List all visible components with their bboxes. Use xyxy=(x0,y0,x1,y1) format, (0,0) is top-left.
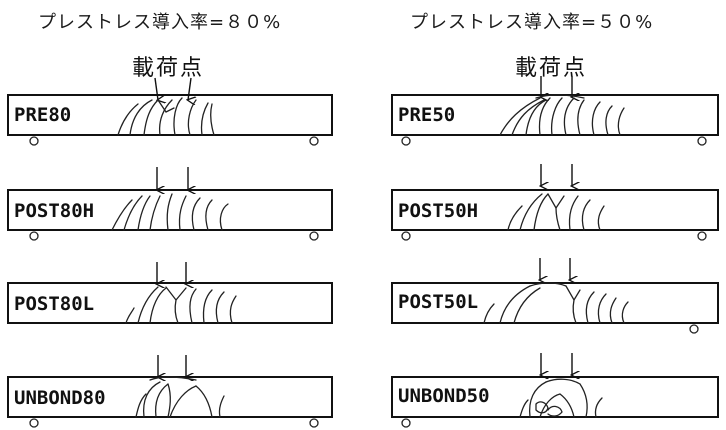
crack-lines xyxy=(111,193,229,231)
beam-label: POST80L xyxy=(14,293,94,315)
beam-post50l: POST50L xyxy=(391,258,719,334)
support-left xyxy=(401,231,411,241)
crack-lines xyxy=(117,97,215,136)
crack-lines xyxy=(499,94,625,136)
beam-post50h: POST50H xyxy=(391,164,719,241)
support-left xyxy=(401,136,411,146)
beam-post80l: POST80L xyxy=(7,262,333,324)
beam-outline xyxy=(391,94,719,136)
beam-outline xyxy=(391,189,719,231)
support-right xyxy=(309,231,319,241)
support-right xyxy=(697,136,707,146)
beam-outline xyxy=(7,189,333,231)
right-load-point-label: 載荷点 xyxy=(515,56,588,81)
beam-pre50: PRE50 xyxy=(391,76,719,146)
beam-unbond50: UNBOND50 xyxy=(391,353,719,428)
support-left xyxy=(401,418,411,428)
beam-label: POST80H xyxy=(14,200,94,222)
beam-pre80: PRE80 xyxy=(7,77,333,146)
beam-label: UNBOND80 xyxy=(14,387,106,409)
beam-label: UNBOND50 xyxy=(398,385,490,407)
beam-label: PRE50 xyxy=(398,104,455,126)
support-left xyxy=(29,136,39,146)
beam-outline xyxy=(7,94,333,136)
crack-lines xyxy=(507,193,605,231)
crack-lines xyxy=(483,282,629,324)
beam-label: POST50H xyxy=(398,200,478,222)
support-right xyxy=(309,418,319,428)
support-right xyxy=(697,231,707,241)
support-left xyxy=(29,231,39,241)
beam-unbond80: UNBOND80 xyxy=(7,355,333,428)
crack-lines xyxy=(135,376,225,418)
left-load-point-label: 載荷点 xyxy=(132,56,205,81)
beam-label: POST50L xyxy=(398,291,478,313)
crack-lines xyxy=(519,378,603,418)
support-right xyxy=(689,324,699,334)
support-left xyxy=(29,418,39,428)
crack-lines xyxy=(125,286,237,324)
load-arrow xyxy=(154,77,158,100)
beam-post80h: POST80H xyxy=(7,167,333,241)
beam-outline xyxy=(391,376,719,418)
beam-outline xyxy=(7,282,333,324)
right-column-title: プレストレス導入率=５０% xyxy=(410,12,654,33)
beam-outline xyxy=(391,282,719,324)
beam-label: PRE80 xyxy=(14,104,71,126)
load-arrow xyxy=(188,77,191,100)
support-right xyxy=(309,136,319,146)
left-column-title: プレストレス導入率=８０% xyxy=(38,12,282,33)
